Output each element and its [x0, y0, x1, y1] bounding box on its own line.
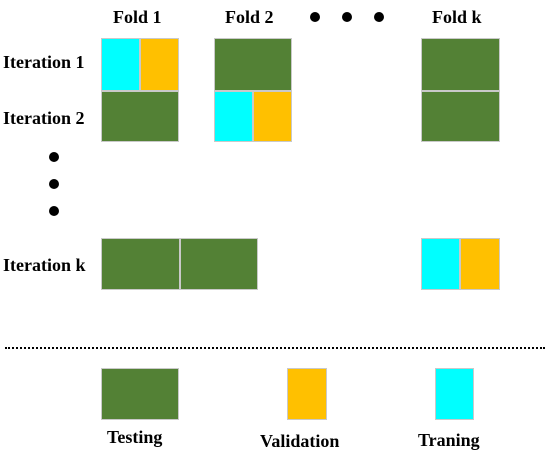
legend-testing-label: Testing [107, 427, 163, 447]
iteration-2-fold-2-validation-block [253, 91, 292, 142]
iteration-2-fold-1-testing-block [101, 91, 179, 142]
iteration-2-fold-2-training-block [214, 91, 253, 142]
iteration-k-fold-2-testing-block [180, 238, 258, 290]
fold-k-header: Fold k [432, 7, 482, 27]
iteration-1-fold-2-testing-block [214, 38, 292, 91]
iteration-2-label: Iteration 2 [3, 108, 85, 128]
vertical-ellipsis-dot [49, 206, 59, 216]
horizontal-ellipsis-dot [310, 12, 320, 22]
dotted-separator [5, 347, 545, 349]
iteration-k-fold-k-training-block [421, 238, 460, 290]
iteration-1-fold-k-testing-block [421, 38, 500, 91]
iteration-1-fold-1-training-block [101, 38, 140, 91]
horizontal-ellipsis-dot [342, 12, 352, 22]
legend-validation-swatch [287, 368, 327, 420]
iteration-1-fold-1-validation-block [140, 38, 179, 91]
iteration-k-label: Iteration k [3, 255, 86, 275]
fold-2-header: Fold 2 [225, 7, 274, 27]
iteration-2-fold-k-testing-block [421, 91, 500, 142]
legend-validation-label: Validation [260, 431, 340, 451]
vertical-ellipsis-dot [49, 179, 59, 189]
legend-training-swatch [435, 368, 474, 420]
legend-testing-swatch [101, 368, 179, 420]
iteration-k-fold-k-validation-block [460, 238, 500, 290]
iteration-k-fold-1-testing-block [101, 238, 180, 290]
horizontal-ellipsis-dot [374, 12, 384, 22]
iteration-1-label: Iteration 1 [3, 52, 85, 72]
fold-1-header: Fold 1 [113, 7, 162, 27]
legend-training-label: Traning [418, 430, 480, 450]
vertical-ellipsis-dot [49, 152, 59, 162]
